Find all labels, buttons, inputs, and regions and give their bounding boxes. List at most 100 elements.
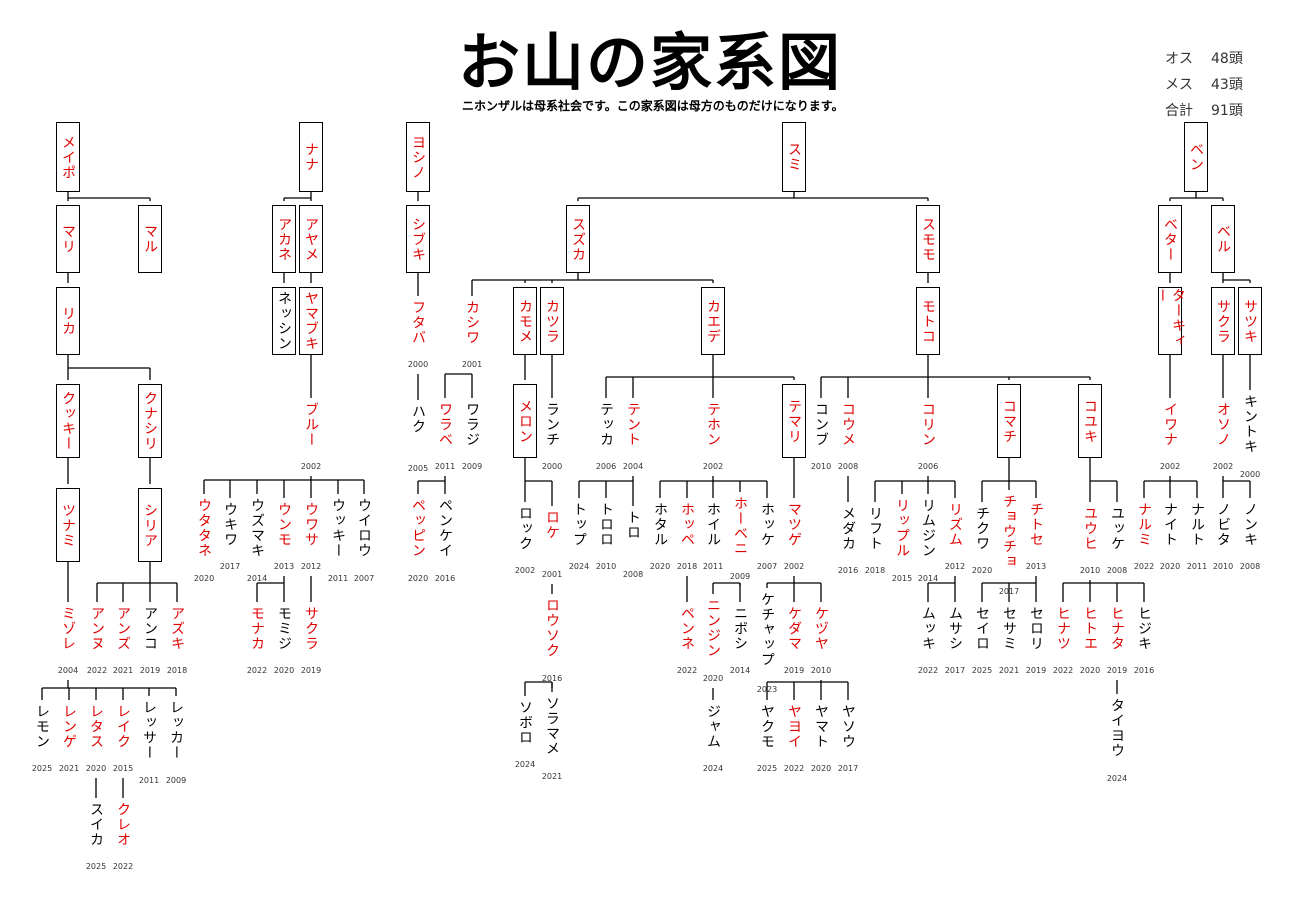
birth-year: 2010 xyxy=(1212,562,1234,571)
birth-year: 2022 xyxy=(86,666,108,675)
monkey-node-unmo: ウンモ 2013 xyxy=(274,502,294,571)
monkey-name: モトコ xyxy=(920,298,936,344)
monkey-node-akane: アカネ xyxy=(272,205,296,273)
monkey-node-komachi: コマチ xyxy=(997,384,1021,458)
birth-year: 2018 xyxy=(676,562,698,571)
stat-label: 合計 xyxy=(1165,103,1193,119)
monkey-name: カモメ xyxy=(517,298,533,344)
monkey-name: リフト xyxy=(867,506,883,551)
birth-year: 2020 xyxy=(193,574,215,583)
monkey-name: ペンネ xyxy=(679,606,695,651)
monkey-name: サクラ xyxy=(1215,298,1231,344)
monkey-name: ランチ xyxy=(544,402,560,447)
monkey-name: ウンモ xyxy=(276,502,292,547)
birth-year: 2025 xyxy=(971,666,993,675)
page-subtitle: ニホンザルは母系社会です。この家系図は母方のものだけになります。 xyxy=(462,99,844,113)
monkey-name: ヤソウ xyxy=(840,704,856,749)
monkey-name: ヒトエ xyxy=(1082,606,1098,651)
monkey-name: ノビタ xyxy=(1215,502,1231,547)
monkey-name: ヤマブキ xyxy=(303,291,319,351)
birth-year: 2002 xyxy=(1212,462,1234,471)
birth-year: 2025 xyxy=(756,764,778,773)
monkey-name: クレオ xyxy=(115,802,131,847)
birth-year: 2006 xyxy=(917,462,939,471)
monkey-name: クナシリ xyxy=(142,391,158,451)
monkey-node-suzuka: スズカ xyxy=(566,205,590,273)
birth-year: 2008 xyxy=(1106,566,1128,575)
monkey-node-ben: ベン xyxy=(1184,122,1208,192)
birth-year: 2014 xyxy=(917,574,939,583)
monkey-node-maru: マル xyxy=(138,205,162,273)
monkey-name: テント xyxy=(625,402,641,447)
monkey-name: ニボシ xyxy=(732,606,748,651)
monkey-name: セロリ xyxy=(1028,606,1044,651)
monkey-name: ナイト xyxy=(1162,502,1178,547)
monkey-node-yamabuki: ヤマブキ xyxy=(299,287,323,355)
monkey-name: ソラマメ xyxy=(544,696,560,756)
birth-year: 2022 xyxy=(112,862,134,871)
monkey-name: ニンジン xyxy=(705,598,721,658)
birth-year: 2012 xyxy=(300,562,322,571)
birth-year: 2004 xyxy=(622,462,644,471)
monkey-node-motoko: モトコ xyxy=(916,287,940,355)
birth-year: 2002 xyxy=(514,566,536,575)
birth-year: 2010 xyxy=(810,666,832,675)
monkey-node-meipo: メイポ xyxy=(56,122,80,192)
birth-year: 2024 xyxy=(1106,774,1128,783)
birth-year: 2009 xyxy=(165,776,187,785)
monkey-node-takii: ターキィー xyxy=(1154,287,1186,355)
stat-value: 48頭 xyxy=(1211,51,1243,67)
birth-year: 2013 xyxy=(273,562,295,571)
birth-year: 2015 xyxy=(891,574,913,583)
monkey-node-katsura: カツラ xyxy=(540,287,564,355)
monkey-node-satsuki: サツキ xyxy=(1238,287,1262,355)
monkey-node-nesshin: ネッシン xyxy=(272,287,296,355)
monkey-name: クッキー xyxy=(60,391,76,451)
birth-year: 2010 xyxy=(1079,566,1101,575)
stat-value: 43頭 xyxy=(1211,77,1243,93)
monkey-node-hoppe: ホッペ 2018 xyxy=(677,502,697,571)
monkey-name: ホタル xyxy=(652,502,668,547)
birth-year: 2009 xyxy=(729,572,751,581)
monkey-node-shibuki: シブキ xyxy=(406,205,430,273)
monkey-node-ayame: アヤメ xyxy=(299,205,323,273)
monkey-name: モナカ xyxy=(249,606,265,651)
monkey-name: ロウソク xyxy=(544,598,560,658)
birth-year: 2020 xyxy=(407,574,429,583)
monkey-name: トロロ xyxy=(598,502,614,547)
monkey-node-koyuki: コユキ xyxy=(1078,384,1102,458)
birth-year: 2016 xyxy=(1133,666,1155,675)
birth-year: 2007 xyxy=(756,562,778,571)
monkey-name: ホッペ xyxy=(679,502,695,547)
birth-year: 2021 xyxy=(541,772,563,781)
birth-year: 2020 xyxy=(971,566,993,575)
birth-year: 2017 xyxy=(219,562,241,571)
monkey-name: ナナ xyxy=(303,142,319,172)
